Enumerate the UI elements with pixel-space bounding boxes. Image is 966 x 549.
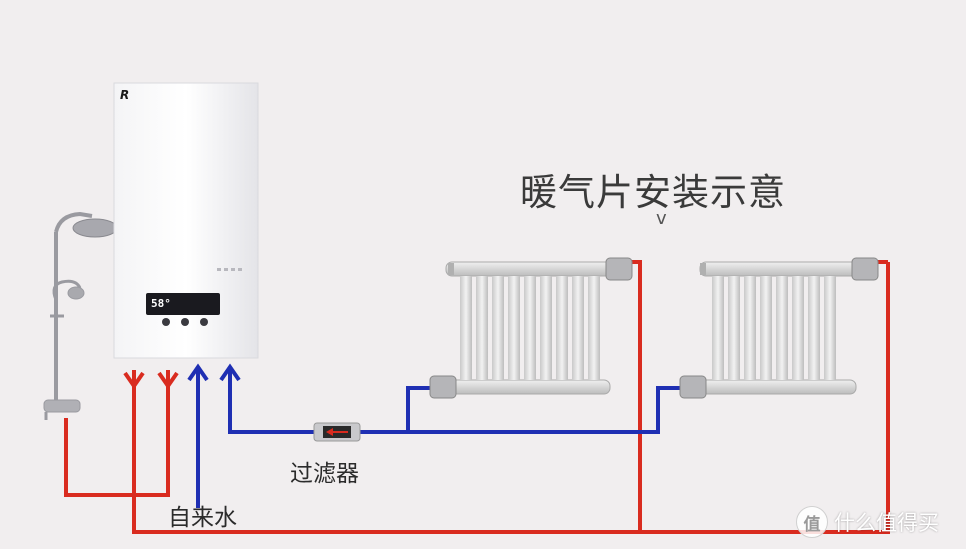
watermark-text: 什么值得买 — [834, 511, 939, 535]
shower-fixture — [43, 211, 118, 420]
hot-water-pipes — [64, 260, 890, 534]
filter-component — [313, 422, 361, 442]
cold-arrow-icons — [187, 363, 241, 382]
radiator-2 — [679, 257, 879, 399]
watermark: 值 什么值得买 — [796, 506, 939, 538]
filter-label: 过滤器 — [290, 461, 359, 487]
cold-water-pipes — [196, 370, 682, 508]
tap-water-label: 自来水 — [168, 505, 237, 531]
chevron-down-icon: v — [656, 208, 667, 229]
boiler-brand-logo: R — [120, 88, 129, 102]
boiler — [113, 82, 259, 359]
diagram-title: 暖气片安装示意 — [520, 171, 786, 214]
radiator-1 — [429, 257, 633, 399]
hot-arrow-icons — [123, 371, 179, 390]
watermark-logo-icon: 值 — [796, 506, 828, 538]
boiler-display-temperature: 58° — [151, 297, 171, 310]
